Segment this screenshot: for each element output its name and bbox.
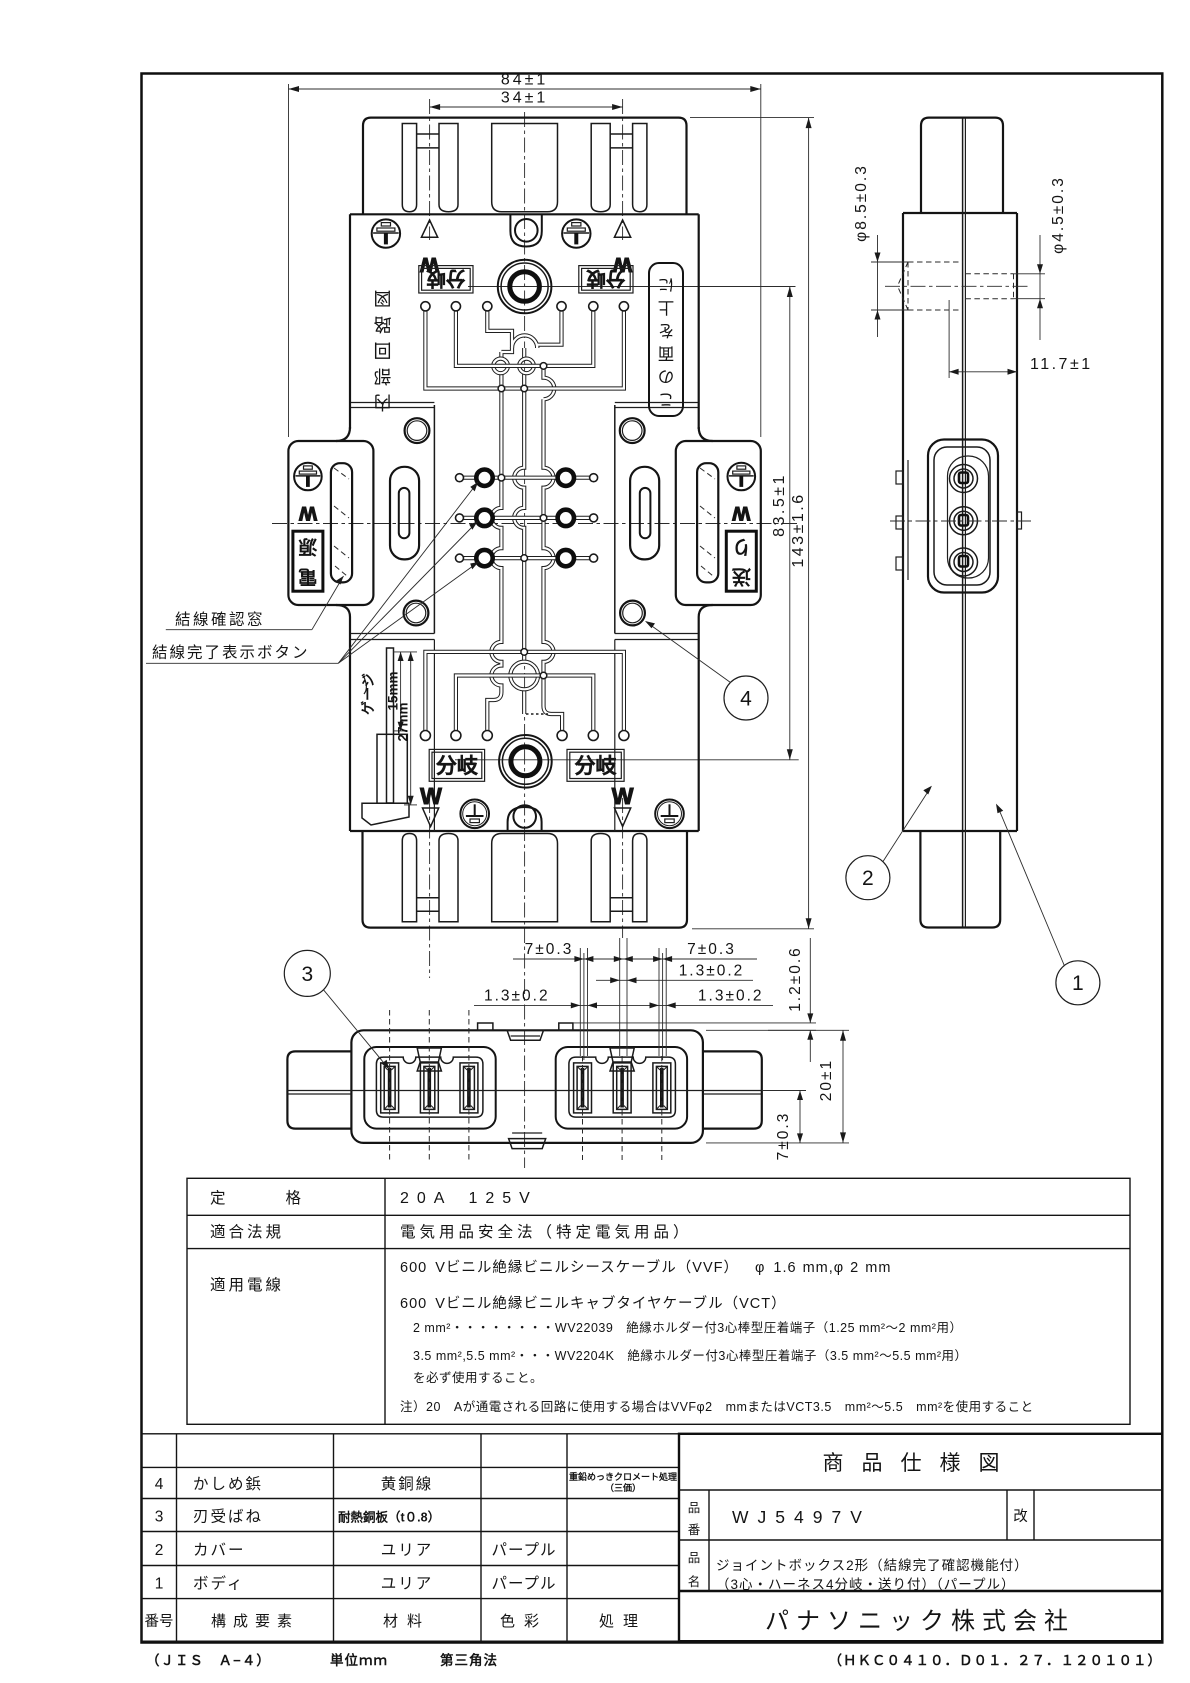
svg-text:20±1: 20±1 <box>818 1059 835 1101</box>
svg-text:黄銅線: 黄銅線 <box>381 1475 434 1493</box>
svg-text:に: に <box>658 275 675 293</box>
svg-text:ボディ: ボディ <box>193 1574 244 1593</box>
svg-text:適合法規: 適合法規 <box>210 1223 284 1241</box>
svg-text:ジョイントボックス2形（結線完了確認機能付）: ジョイントボックス2形（結線完了確認機能付） <box>716 1558 1029 1573</box>
svg-text:（ＪＩＳ Ａ−４）: （ＪＩＳ Ａ−４） <box>146 1653 271 1668</box>
svg-text:注）20 Aが通電される回路に使用する場合はVVFφ2 mm: 注）20 Aが通電される回路に使用する場合はVVFφ2 mmまたはVCT3.5 … <box>400 1399 1034 1414</box>
svg-text:1: 1 <box>1072 972 1084 995</box>
svg-text:番: 番 <box>688 1523 701 1537</box>
svg-text:パープル: パープル <box>491 1541 556 1559</box>
svg-text:2 mm²・・・・・・・・WV22039 絶縁ホルダー付3心: 2 mm²・・・・・・・・WV22039 絶縁ホルダー付3心棒型圧着端子（1.2… <box>413 1320 962 1335</box>
svg-text:3.5 mm²,5.5 mm²・・・WV2204K 絶縁ホル: 3.5 mm²,5.5 mm²・・・WV2204K 絶縁ホルダー付3心棒型圧着端… <box>413 1348 968 1363</box>
svg-text:1.3±0.2: 1.3±0.2 <box>484 988 550 1005</box>
svg-text:パープル: パープル <box>491 1575 556 1593</box>
svg-text:番号: 番号 <box>145 1613 174 1630</box>
svg-text:W: W <box>612 783 634 809</box>
svg-text:結線完了表示ボタン: 結線完了表示ボタン <box>152 644 310 662</box>
svg-text:構成要素: 構成要素 <box>211 1613 299 1630</box>
svg-text:4: 4 <box>155 1476 164 1493</box>
svg-text:を: を <box>658 321 675 340</box>
svg-text:送: 送 <box>731 565 751 588</box>
svg-text:（3心・ハーネス4分岐・送り付）（パープル）: （3心・ハーネス4分岐・送り付）（パープル） <box>716 1577 1015 1592</box>
svg-text:2: 2 <box>155 1542 164 1559</box>
svg-text:結線確認窓: 結線確認窓 <box>175 611 265 629</box>
svg-text:W: W <box>420 783 442 809</box>
svg-text:34±1: 34±1 <box>501 90 548 107</box>
svg-text:図: 図 <box>374 288 392 308</box>
svg-text:の: の <box>658 367 675 385</box>
svg-text:分岐: 分岐 <box>575 755 617 778</box>
svg-text:ゲージ: ゲージ <box>360 673 376 715</box>
svg-text:カバー: カバー <box>193 1542 246 1559</box>
svg-text:を必ず使用すること。: を必ず使用すること。 <box>413 1370 543 1385</box>
svg-text:品: 品 <box>688 1551 701 1565</box>
svg-text:かしめ鋲: かしめ鋲 <box>193 1475 263 1493</box>
svg-text:W: W <box>420 253 439 275</box>
svg-text:材料: 材料 <box>383 1613 431 1630</box>
svg-text:3: 3 <box>155 1509 164 1526</box>
svg-text:第三角法: 第三角法 <box>440 1652 498 1668</box>
svg-text:電: 電 <box>298 565 317 587</box>
svg-text:回: 回 <box>374 340 392 360</box>
svg-text:電気用品安全法（特定電気用品）: 電気用品安全法（特定電気用品） <box>400 1223 693 1241</box>
svg-text:源: 源 <box>298 535 317 558</box>
svg-text:15mm: 15mm <box>385 671 400 710</box>
svg-text:路: 路 <box>374 314 392 334</box>
svg-text:7±0.3: 7±0.3 <box>687 941 736 958</box>
svg-text:重鉛めっきクロメート処理: 重鉛めっきクロメート処理 <box>569 1471 677 1482</box>
svg-text:適用電線: 適用電線 <box>210 1276 284 1294</box>
svg-text:分岐: 分岐 <box>586 267 625 289</box>
svg-text:単位ｍｍ: 単位ｍｍ <box>330 1652 388 1668</box>
svg-text:7±0.3: 7±0.3 <box>775 1112 792 1161</box>
svg-text:2: 2 <box>862 867 874 890</box>
svg-text:部: 部 <box>374 366 392 386</box>
svg-text:刃受ばね: 刃受ばね <box>193 1508 263 1526</box>
svg-text:分岐: 分岐 <box>426 267 465 289</box>
svg-text:7±0.3: 7±0.3 <box>525 941 574 958</box>
svg-text:色彩: 色彩 <box>500 1613 548 1630</box>
svg-text:83.5±1: 83.5±1 <box>771 473 788 537</box>
svg-text:W: W <box>299 502 317 523</box>
svg-text:内: 内 <box>374 392 392 412</box>
svg-text:パナソニック株式会社: パナソニック株式会社 <box>765 1608 1075 1635</box>
svg-text:（三価）: （三価） <box>605 1482 641 1493</box>
svg-text:W: W <box>613 253 632 275</box>
svg-text:分岐: 分岐 <box>436 755 478 778</box>
svg-text:11.7±1: 11.7±1 <box>1030 356 1093 373</box>
svg-text:（ＨＫＣ０４１０．Ｄ０１．２７．１２０１０１）: （ＨＫＣ０４１０．Ｄ０１．２７．１２０１０１） <box>829 1653 1163 1668</box>
svg-text:ユリア: ユリア <box>381 1542 434 1559</box>
svg-text:W: W <box>732 502 750 523</box>
svg-text:改: 改 <box>1013 1508 1028 1525</box>
svg-text:WJ5497V: WJ5497V <box>732 1507 871 1527</box>
svg-text:処理: 処理 <box>599 1613 647 1630</box>
svg-text:1.3±0.2: 1.3±0.2 <box>698 988 764 1005</box>
svg-text:1.3±0.2: 1.3±0.2 <box>679 963 745 980</box>
svg-text:3: 3 <box>301 963 313 986</box>
svg-text:耐熱銅板（t０.8）: 耐熱銅板（t０.8） <box>338 1510 440 1525</box>
svg-text:4: 4 <box>740 688 752 711</box>
svg-text:上: 上 <box>658 298 675 317</box>
svg-text:φ4.5±0.3: φ4.5±0.3 <box>1050 176 1067 254</box>
svg-text:名: 名 <box>688 1574 701 1589</box>
svg-text:こ: こ <box>658 390 675 408</box>
svg-text:27mm: 27mm <box>396 702 411 741</box>
svg-text:商品仕様図: 商品仕様図 <box>823 1452 1018 1475</box>
svg-text:品: 品 <box>688 1501 701 1515</box>
svg-text:84±1: 84±1 <box>501 72 548 89</box>
svg-text:1.2±0.6: 1.2±0.6 <box>787 946 804 1012</box>
svg-text:φ8.5±0.3: φ8.5±0.3 <box>853 164 870 242</box>
svg-text:1: 1 <box>155 1576 164 1593</box>
svg-text:面: 面 <box>658 344 675 362</box>
svg-text:り: り <box>732 535 751 556</box>
svg-text:ユリア: ユリア <box>381 1576 434 1593</box>
svg-text:143±1.6: 143±1.6 <box>790 492 807 567</box>
